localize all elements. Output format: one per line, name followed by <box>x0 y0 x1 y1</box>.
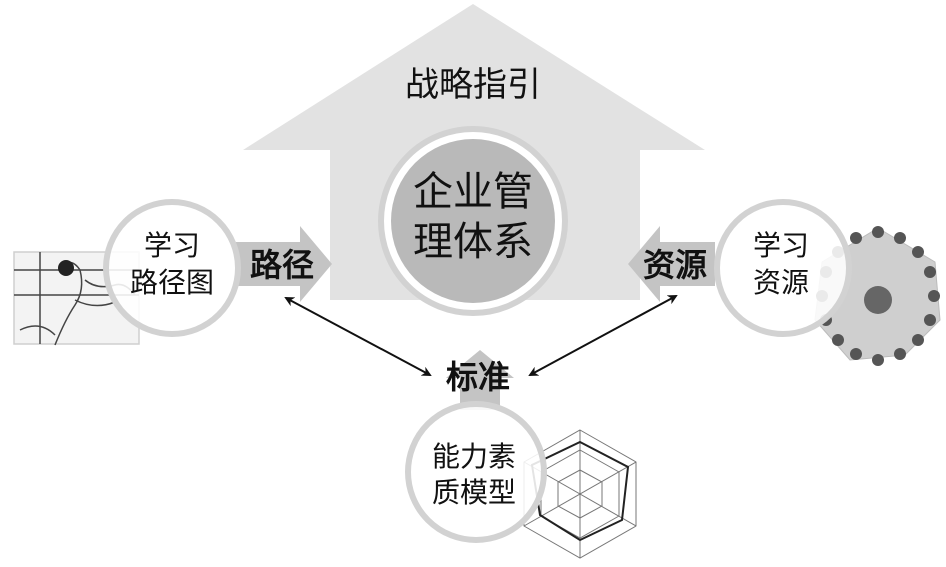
path-standard-connector <box>284 297 432 376</box>
competency-model-circle <box>405 401 547 543</box>
right-circle-line2: 资源 <box>753 266 809 299</box>
center-text-line2: 理体系 <box>413 219 533 265</box>
path-small-arrow <box>236 226 332 302</box>
learning-path-circle <box>103 199 241 337</box>
strategy-title: 战略指引 <box>405 65 541 105</box>
bottom-circle-line2: 质模型 <box>432 476 516 509</box>
center-text-line1: 企业管 <box>413 169 533 215</box>
path-arrow-label: 路径 <box>250 246 314 284</box>
bottom-circle-line1: 能力素 <box>432 440 516 473</box>
left-circle-line1: 学习 <box>144 229 200 262</box>
learning-resource-circle <box>714 199 852 337</box>
standard-label: 标准 <box>446 358 510 396</box>
resource-small-arrow <box>628 226 715 302</box>
standard-small-arrow <box>446 350 514 410</box>
resource-arrow-label: 资源 <box>643 246 707 284</box>
center-circle <box>391 139 555 303</box>
resource-standard-connector <box>528 295 678 376</box>
right-circle-line1: 学习 <box>753 229 809 262</box>
left-circle-line2: 路径图 <box>130 266 214 299</box>
